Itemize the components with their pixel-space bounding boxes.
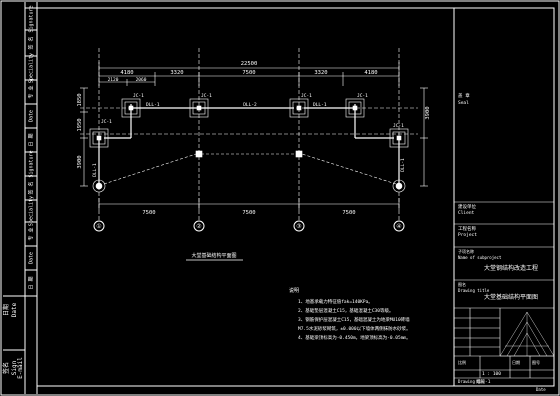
left-strip-cell-label: 签 名 (28, 36, 35, 49)
seal-label-cn: 盖 章 (458, 92, 470, 99)
label-jc1-b: JC-1 (201, 93, 212, 99)
footing-jc1-c (289, 98, 309, 118)
left-strip-bottom-label: 日期 (2, 304, 10, 316)
label-jc1-f: JC-1 (393, 123, 404, 129)
dim-left-1: 1850 (77, 93, 83, 106)
notes-line-2: 2、基础垫层混凝土C15，基础混凝土C30等级。 (298, 307, 393, 314)
subproject-label-cn: 子项名称 (458, 248, 474, 254)
footings (89, 98, 409, 193)
footing-jc1-b (189, 98, 209, 118)
footing-jc1-d (345, 98, 365, 118)
scale-note: 比例 (458, 359, 466, 365)
left-strip-bottom-label: Date (11, 302, 18, 317)
subproject-name: 大堂钢结构改造工程 (484, 264, 538, 272)
subproject-label-en: Name of subproject (458, 255, 502, 260)
date-label: 日期 (512, 359, 520, 365)
structural-plan (80, 48, 428, 222)
footing-jc1-a (121, 98, 141, 118)
column-3 (295, 150, 303, 158)
left-strip-cell-label: 日 期 (29, 276, 35, 289)
pile-axis4 (392, 179, 406, 193)
title-block-grid (454, 201, 554, 379)
label-dll-2: DLL-2 (243, 102, 257, 108)
dim-bottom-3: 7500 (342, 210, 355, 216)
dim-sub-2: 2060 (136, 77, 147, 83)
dim-bottom-2: 7500 (242, 210, 255, 216)
left-revision-strip (3, 7, 37, 351)
notes-line-3: 3、钢筋保护层混凝土C15，基础混凝土为地梁MU10砖墙 (298, 316, 410, 323)
company-logo-watermark (499, 311, 555, 357)
label-dll-1-d: DLL-1 (400, 158, 406, 172)
axis-label-1: ① (96, 223, 101, 230)
footer-date: Date (536, 387, 546, 392)
scale-value: 1 : 100 (482, 371, 501, 377)
dim-top-1: 4180 (120, 70, 133, 76)
project-label-en: Project (458, 232, 477, 238)
plan-title: 大堂基础结构平面图 (191, 252, 236, 259)
left-strip-cell-label: Date (29, 252, 35, 264)
dim-left-3: 3900 (77, 155, 83, 168)
seal-label-en: Seal (458, 100, 469, 106)
overall-dimension: 22500 (241, 61, 258, 67)
dim-bottom-1: 7500 (142, 210, 155, 216)
drawing-title-label-cn: 图名 (458, 281, 466, 287)
left-strip-cell-label: Date (29, 110, 35, 122)
drawing-title-label-en: Drawing title (458, 288, 490, 293)
left-strip-bottom-label: Sign (11, 360, 18, 375)
footing-jc1-f (389, 128, 409, 148)
label-dll-1-b: DLL-1 (313, 102, 327, 108)
left-strip-cell-label: 专 业 (28, 227, 35, 240)
drawing-frame (36, 7, 555, 387)
drawing-no-label: 图号 (532, 359, 540, 365)
dim-left-2: 1950 (77, 118, 83, 131)
left-strip-bottom-label: 签名 (2, 362, 10, 374)
label-jc1-e: JC-1 (101, 119, 112, 125)
left-strip-cell-label: Speciality (29, 196, 35, 226)
notes-line-5: 4、基础梁顶标高为-0.450m，地梁顶标高为-0.05mm。 (298, 334, 411, 341)
left-strip-cell-label: 签 名 (28, 181, 35, 194)
dim-top-3: 7500 (242, 70, 255, 76)
axis-label-2: ② (196, 223, 201, 230)
dim-top-2: 3320 (170, 70, 183, 76)
axis-bubbles (93, 220, 405, 232)
left-strip-cell-label: 日 期 (29, 133, 35, 146)
pile-axis1 (92, 179, 106, 193)
dim-right-1: 3900 (425, 106, 431, 119)
footer-drawing-no: Drawing No. (458, 379, 485, 384)
label-jc1-c: JC-1 (301, 93, 312, 99)
label-dll-1-a: DLL-1 (146, 102, 160, 108)
label-jc1-d: JC-1 (357, 93, 368, 99)
left-strip-cell-label: Speciality (29, 53, 35, 83)
client-label-cn: 建设单位 (458, 203, 476, 210)
label-dll-1-c: DLL-1 (92, 163, 98, 177)
footing-jc1-e (89, 128, 109, 148)
dim-sub-1: 2120 (108, 77, 119, 83)
client-label-en: Client (458, 210, 475, 216)
label-jc1-a: JC-1 (133, 93, 144, 99)
notes-heading: 说明 (289, 287, 299, 294)
project-label-cn: 工程名称 (458, 225, 476, 232)
drawing-number: 结施-1 (476, 378, 491, 385)
left-strip-cell-label: Signature (29, 150, 35, 177)
drawing-title: 大堂基础结构平面图 (484, 293, 538, 301)
column-2 (195, 150, 203, 158)
notes-line-1: 1、地基承载力特征值fak=140KPa。 (298, 298, 373, 305)
dim-top-5: 4180 (364, 70, 377, 76)
axis-label-4: ④ (396, 223, 401, 230)
dim-top-4: 3320 (314, 70, 327, 76)
left-strip-bottom-label: E-mail (17, 357, 24, 379)
left-strip-cell-label: 专 业 (28, 85, 35, 98)
notes-line-4: M7.5水泥砂浆砌筑，±0.000以下墙体两侧抹防水砂浆。 (298, 325, 411, 332)
axis-label-3: ③ (296, 223, 301, 230)
left-strip-cell-label: Signature (29, 5, 35, 32)
